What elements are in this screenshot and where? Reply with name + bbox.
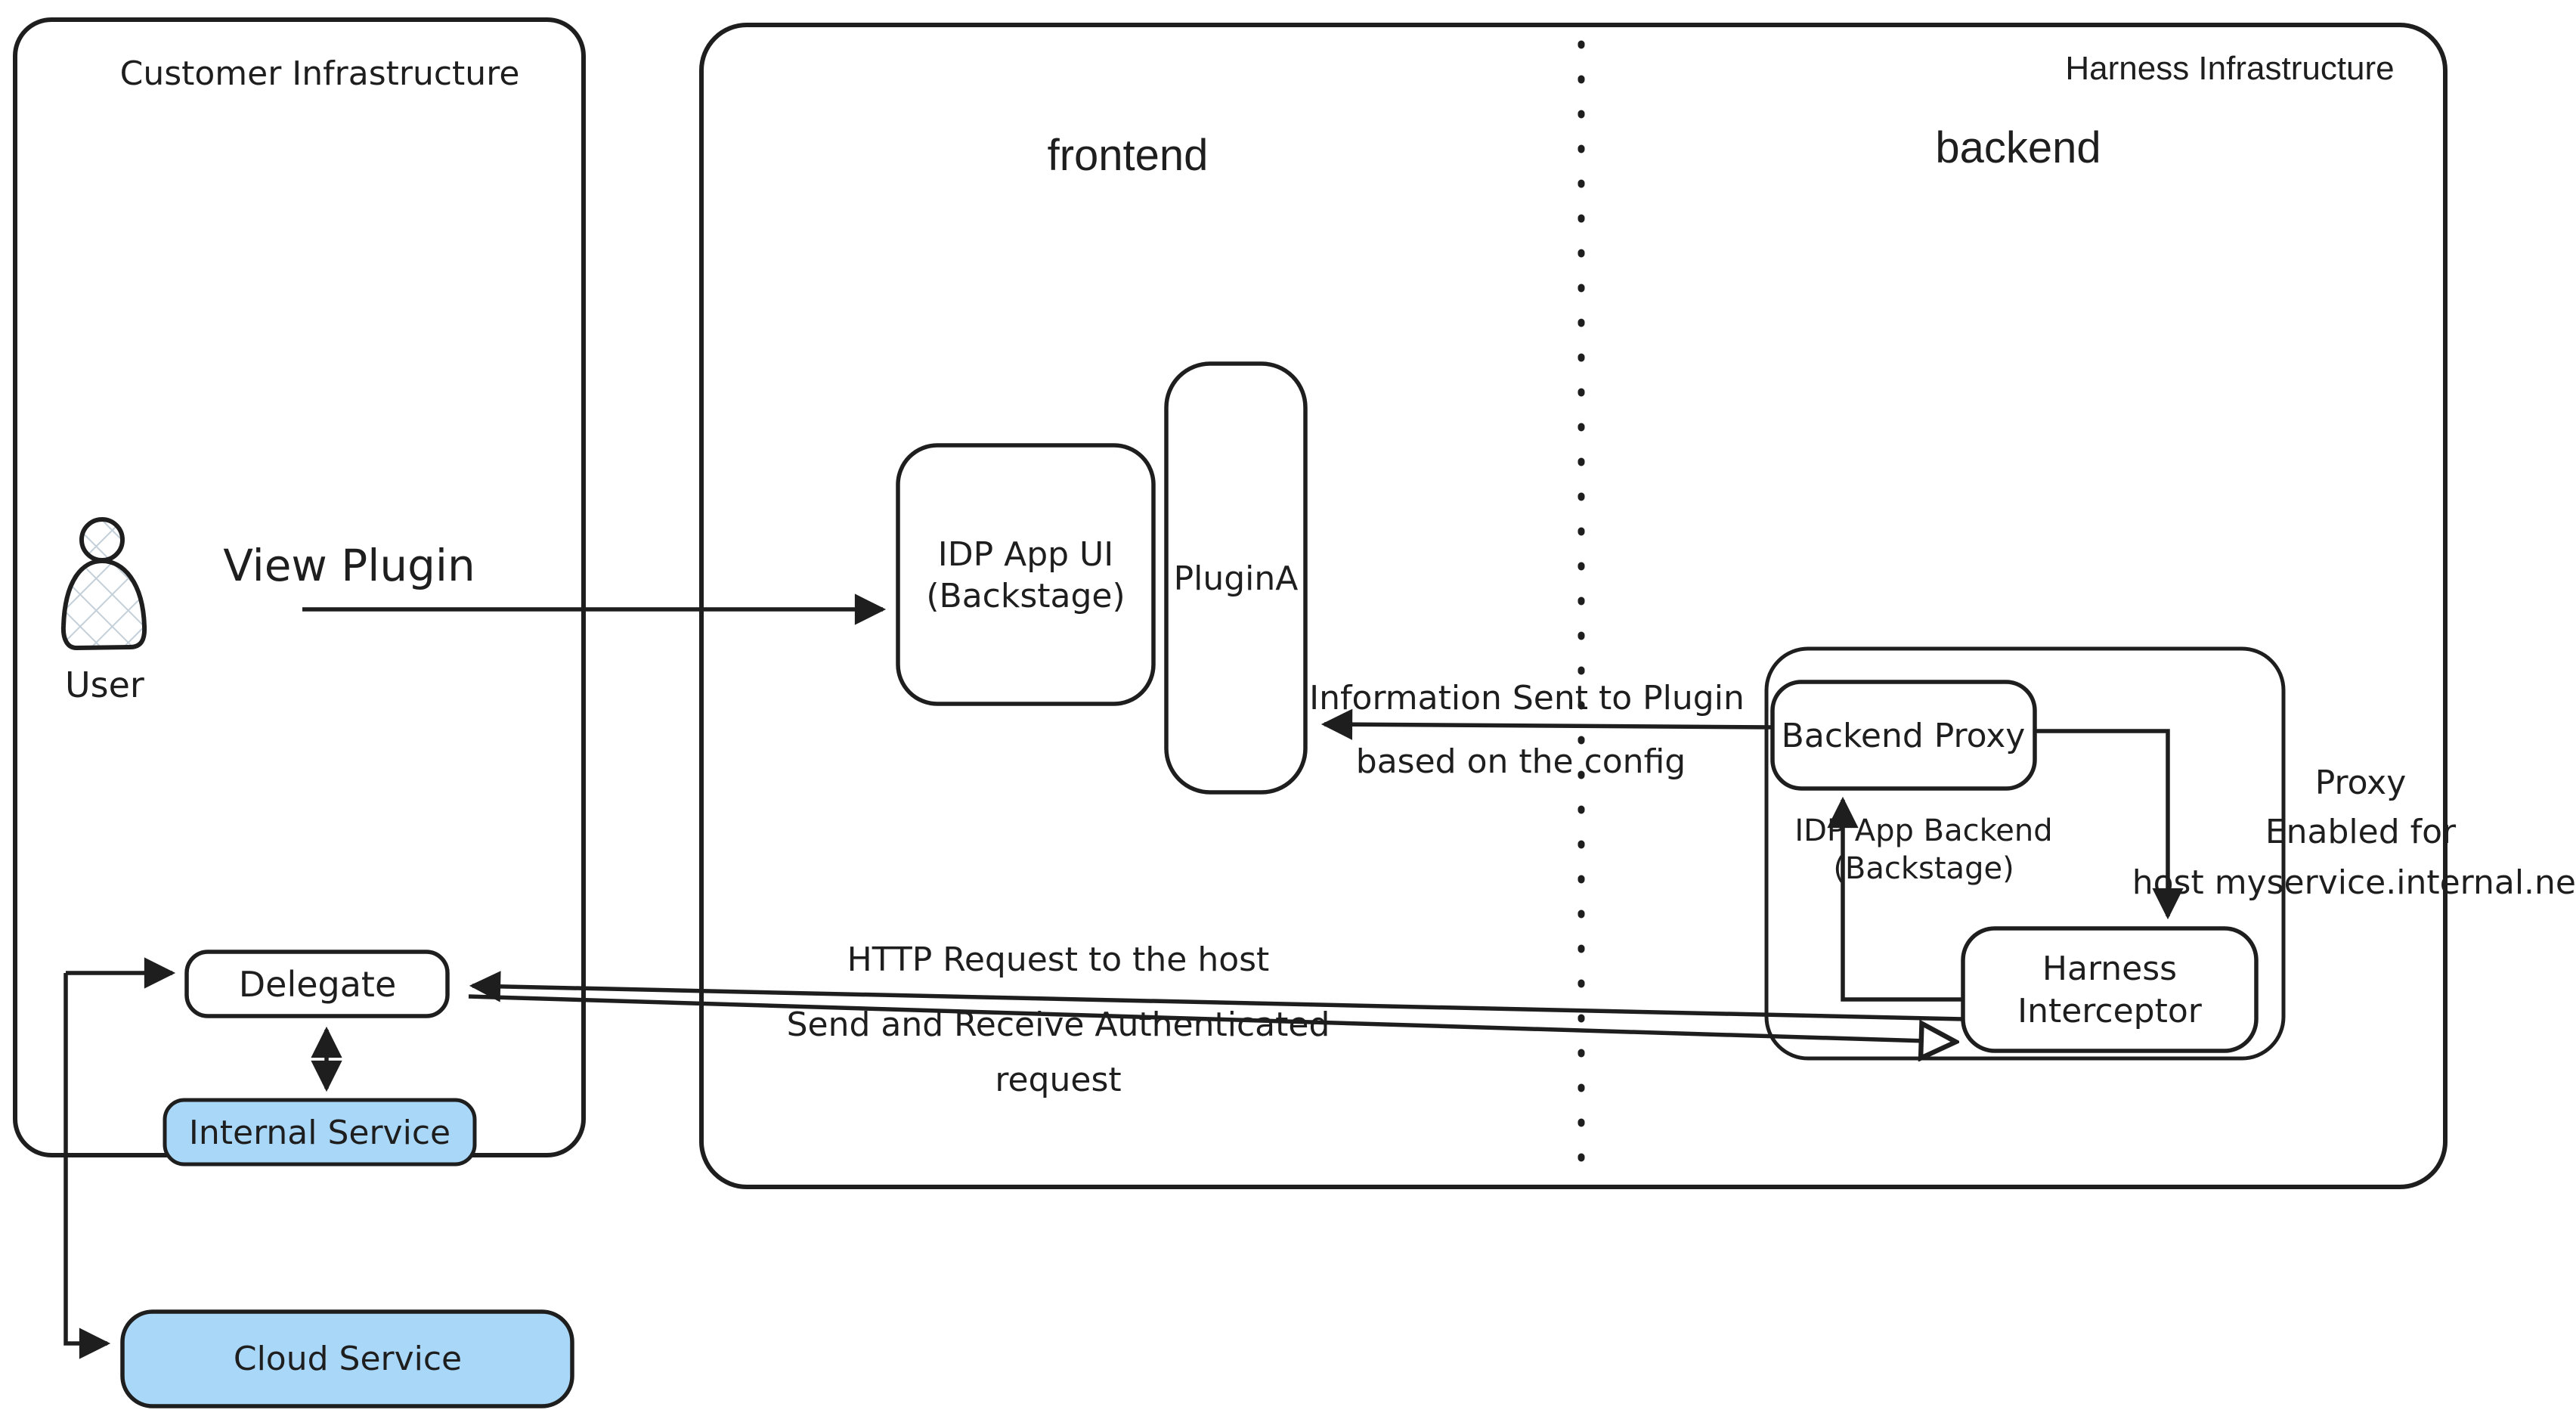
delegate-node bbox=[184, 950, 450, 1018]
idp-app-backend-group bbox=[1764, 646, 2286, 1061]
proxy-note-label: Proxy bbox=[2315, 764, 2407, 802]
backend-proxy-to-interceptor-arrow bbox=[2035, 729, 2184, 920]
cloud-service-label: Cloud Service bbox=[234, 1340, 462, 1378]
plugin-a-label: PluginA bbox=[1174, 559, 1299, 598]
backend-proxy-node bbox=[1770, 680, 2037, 791]
idp-app-ui-node bbox=[896, 443, 1156, 706]
http-response-arrow bbox=[469, 971, 1964, 1021]
information-sent-label-2: based on the config bbox=[1356, 742, 1686, 781]
information-sent-label: Information Sent to Plugin bbox=[1309, 679, 1745, 717]
idp-app-backend-label: IDP App Backend bbox=[1794, 813, 2052, 848]
http-request-arrow bbox=[468, 994, 1952, 1042]
user-label: User bbox=[65, 665, 144, 705]
harness-interceptor-node bbox=[1961, 926, 2259, 1053]
cloud-service-node bbox=[120, 1309, 574, 1408]
http-request-label-2: Send and Receive Authenticated bbox=[787, 1005, 1330, 1044]
idp-app-ui-label: IDP App UI bbox=[938, 535, 1114, 574]
delegate-label: Delegate bbox=[239, 964, 397, 1005]
customer-infrastructure-label: Customer Infrastructure bbox=[120, 54, 520, 93]
http-request-label: HTTP Request to the host bbox=[847, 940, 1270, 979]
information-sent-arrow bbox=[1321, 708, 1773, 740]
proxy-note-label-3: host myservice.internal.net bbox=[2132, 863, 2576, 902]
view-plugin-edge-label: View Plugin bbox=[223, 540, 475, 591]
proxy-note-label-2: Enabled for bbox=[2265, 813, 2457, 851]
frontend-section-label: frontend bbox=[1048, 131, 1209, 180]
internal-service-node bbox=[163, 1098, 477, 1167]
harness-infrastructure-label: Harness Infrastructure bbox=[2065, 50, 2394, 87]
internal-service-label: Internal Service bbox=[189, 1114, 450, 1152]
http-request-label-3: request bbox=[995, 1061, 1121, 1099]
backend-proxy-label: Backend Proxy bbox=[1782, 717, 2026, 755]
idp-app-ui-label-2: (Backstage) bbox=[926, 577, 1125, 615]
harness-interceptor-label: Harness bbox=[2042, 950, 2177, 988]
harness-interceptor-label-2: Interceptor bbox=[2017, 992, 2203, 1030]
harness-infrastructure-region bbox=[699, 23, 2448, 1189]
interceptor-to-backend-proxy-arrow bbox=[1827, 796, 1963, 1002]
idp-app-backend-label-2: (Backstage) bbox=[1833, 851, 2014, 886]
user-icon bbox=[60, 517, 147, 651]
backend-section-label: backend bbox=[1935, 123, 2101, 172]
connector-to-cloud-service-arrow bbox=[63, 973, 111, 1359]
plugin-a-node bbox=[1164, 361, 1308, 795]
